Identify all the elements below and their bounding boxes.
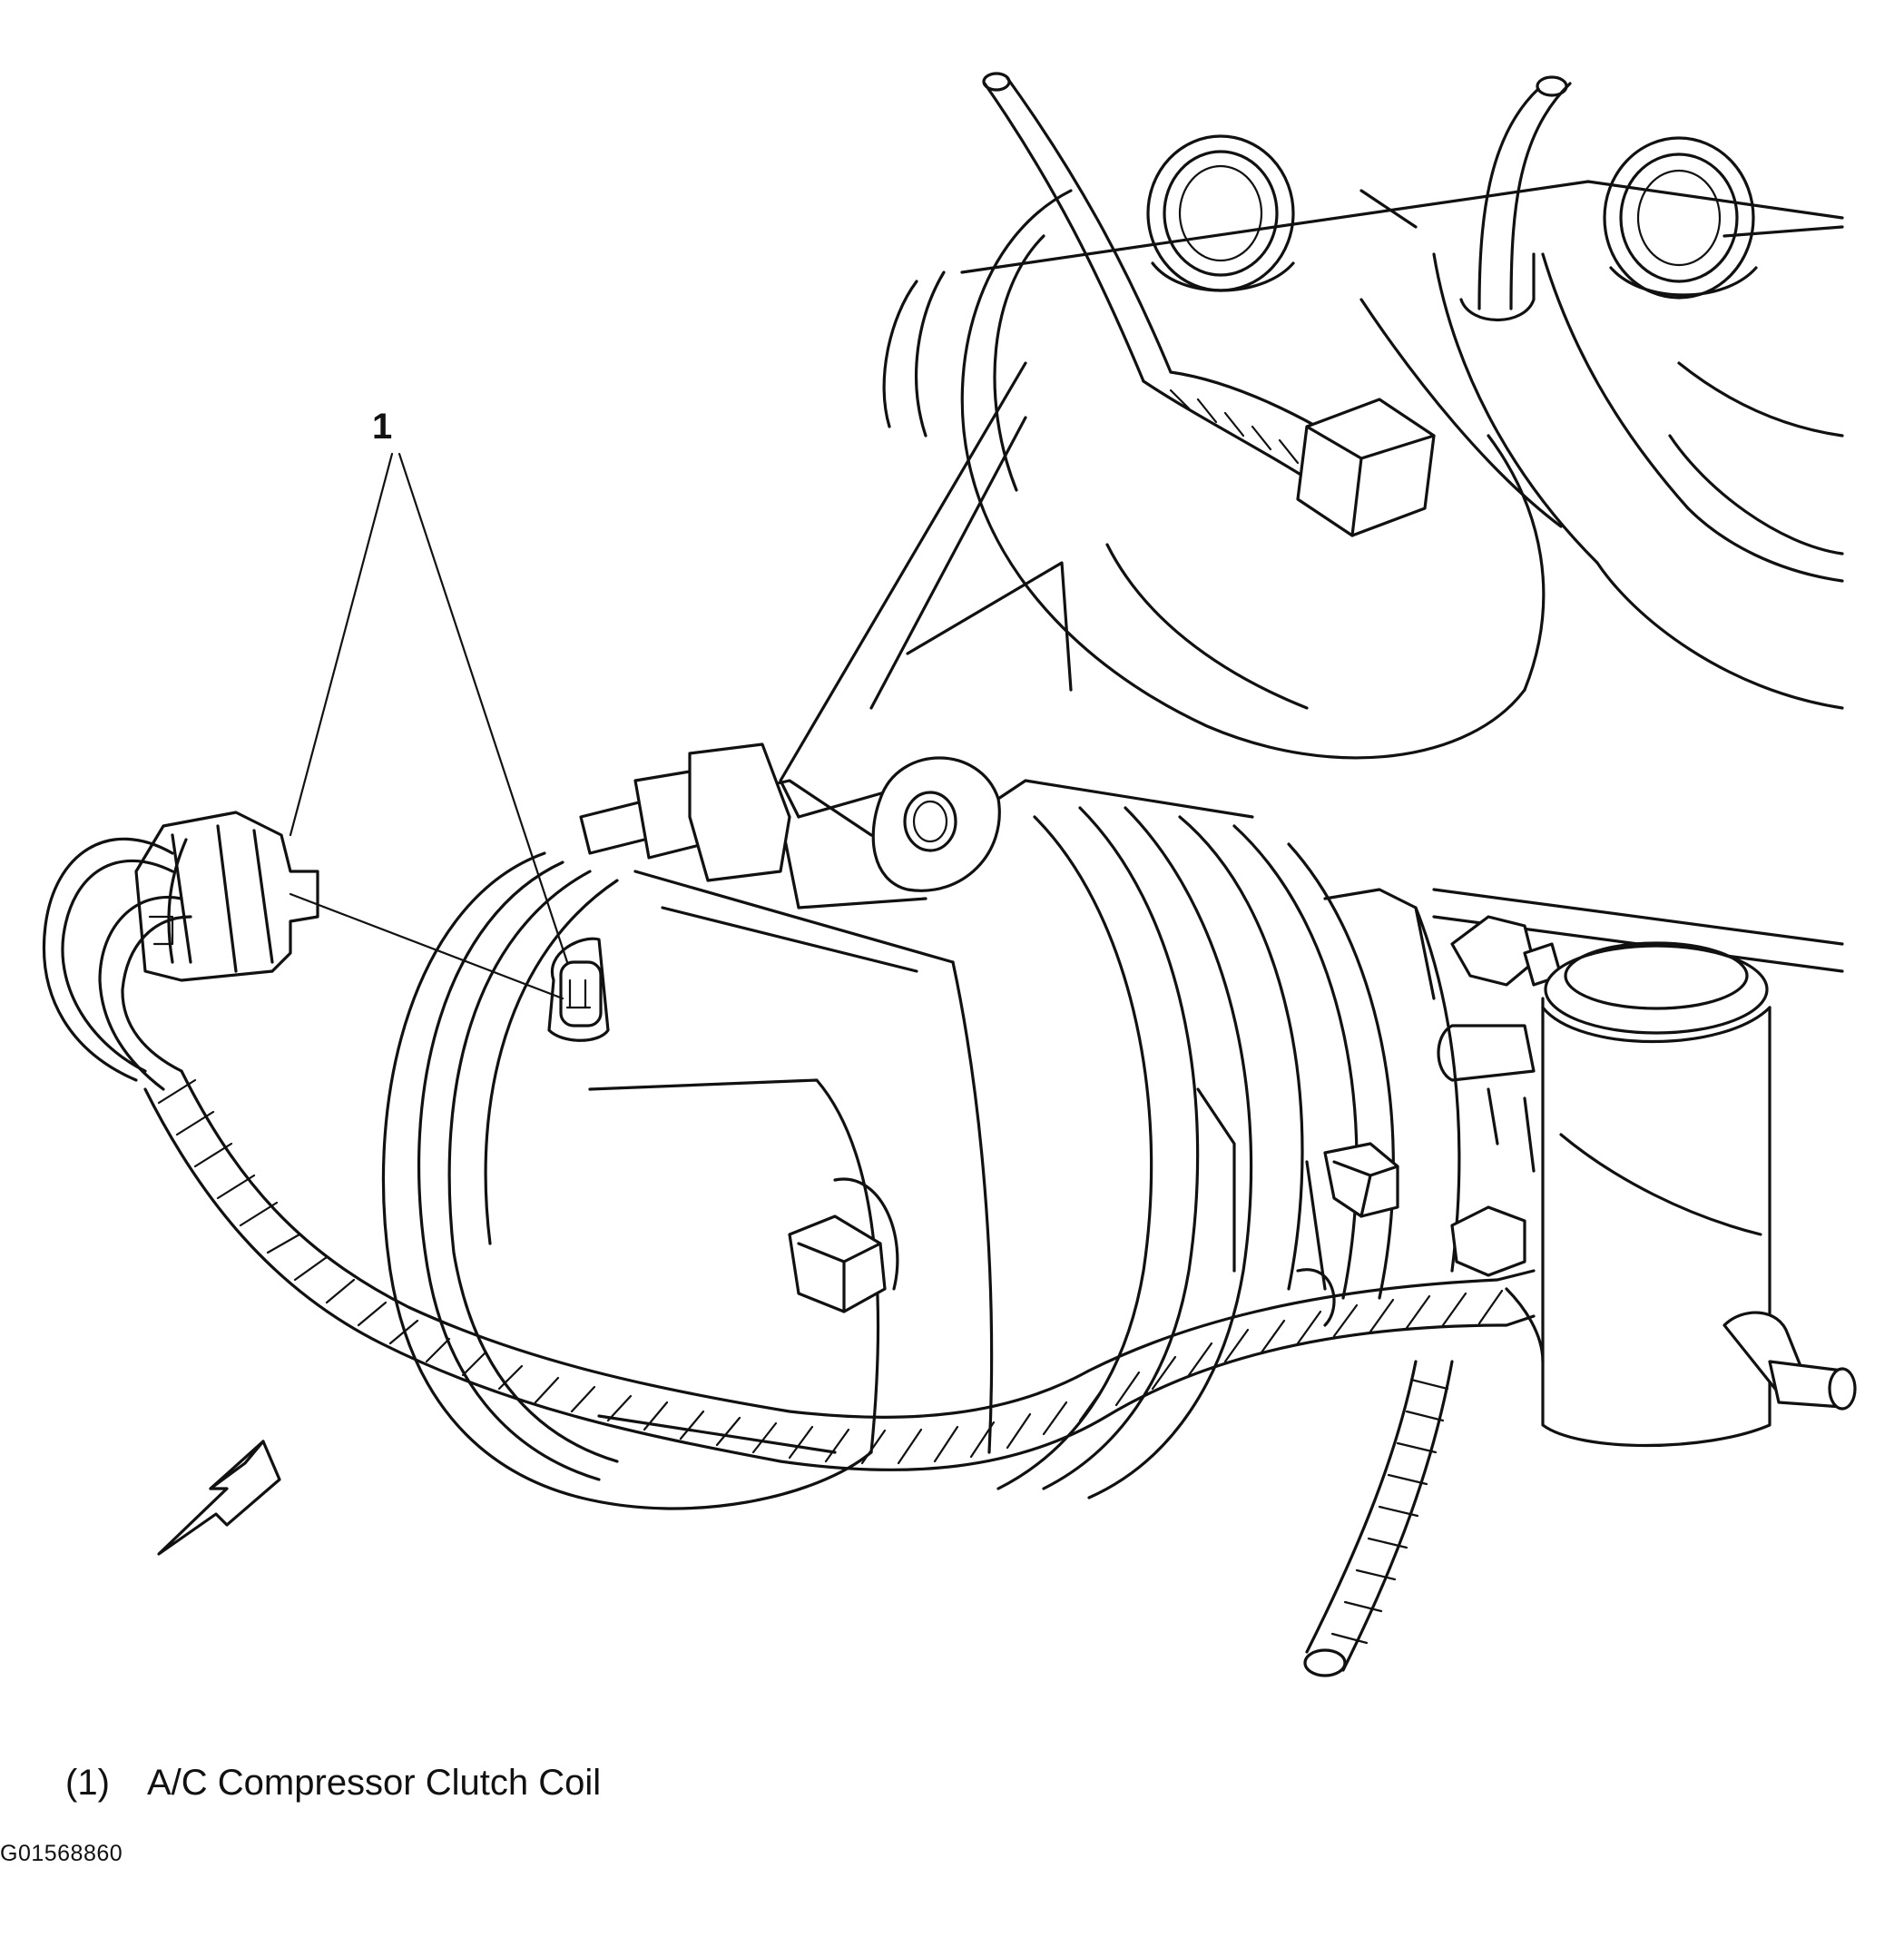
line-fitting-nut (1296, 398, 1436, 537)
legend-item-label: A/C Compressor Clutch Coil (147, 1763, 602, 1803)
accessory-pulley (960, 189, 1546, 760)
mounting-stud (579, 742, 791, 882)
figure-legend: (1) A/C Compressor Clutch Coil (65, 1763, 601, 1804)
forward-direction-arrow (157, 1440, 281, 1556)
refrigerant-line-right (1459, 75, 1572, 322)
receiver-drier (1541, 941, 1857, 1448)
compressor-bolt (788, 1142, 1399, 1327)
engine-block (882, 180, 1844, 973)
wire-harness-branch (1303, 1287, 1545, 1677)
figure-id: G01568860 (0, 1841, 123, 1866)
compressor-body (951, 806, 1461, 1499)
compressor-clutch (381, 851, 955, 1510)
wire-harness-conduit (143, 1069, 1536, 1471)
refrigerant-line-left (982, 72, 1363, 492)
compressor-bracket (706, 361, 1254, 910)
connector-pigtail (42, 837, 192, 1091)
rear-fittings (1437, 915, 1563, 1277)
intake-port-right (1603, 136, 1758, 300)
callout-leaders (289, 452, 569, 1000)
callout-number: 1 (372, 407, 393, 447)
legend-item-number: (1) (65, 1763, 110, 1803)
clutch-coil-connector (547, 937, 610, 1042)
intake-port-left (1146, 134, 1295, 292)
